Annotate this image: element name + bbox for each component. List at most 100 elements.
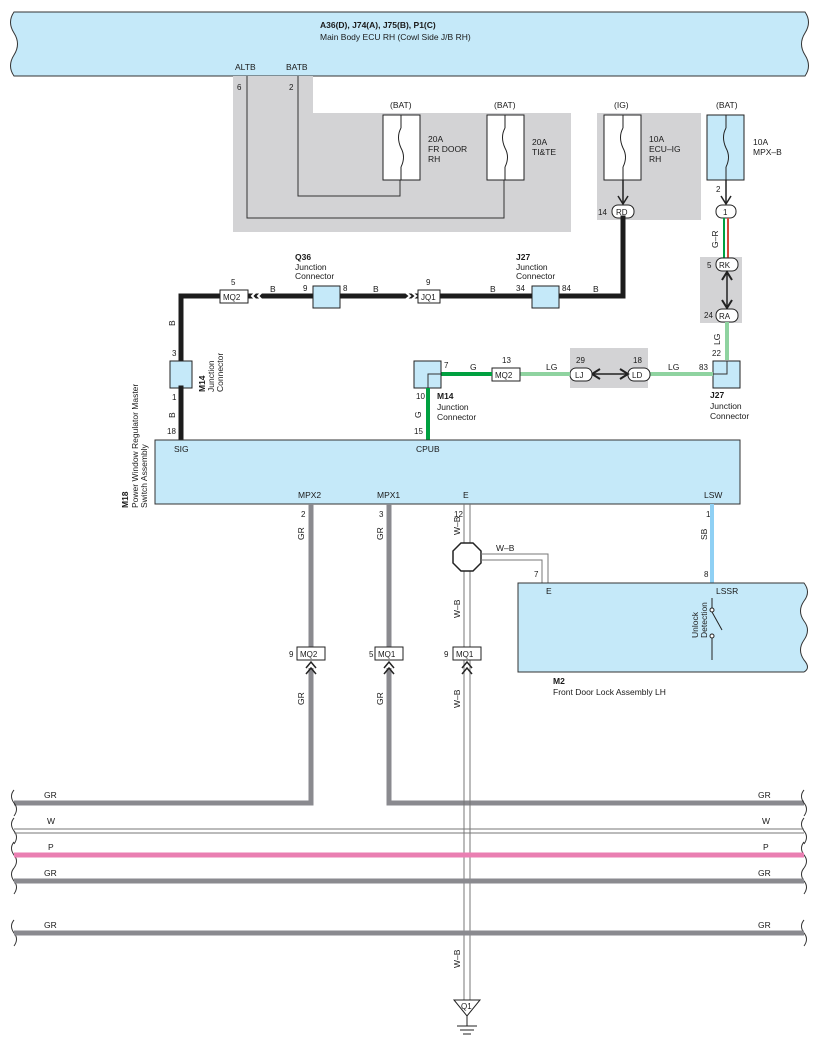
wire-wb-label-5: W–B: [496, 543, 515, 553]
m2-lssr-num: 8: [704, 570, 709, 579]
switch-label-1: Unlock: [690, 611, 700, 638]
mq1a-pin: 5: [369, 650, 374, 659]
wire-wb-label-2: W–B: [452, 599, 462, 618]
rk-label: RK: [719, 261, 731, 270]
connector-1: [715, 204, 737, 219]
j27-top-junction: [531, 285, 560, 309]
fuse-3-line2: ECU–IG: [649, 144, 681, 154]
m14m-id: M14: [437, 391, 454, 401]
connector-jq1: [417, 289, 441, 304]
m14l-pin-t: 3: [172, 349, 177, 358]
connector-mq2-bot: [296, 646, 326, 661]
q36-junction: [312, 285, 341, 309]
wire-wb-label-4: W–B: [452, 949, 462, 968]
ra-pin: 24: [704, 311, 713, 320]
pin-altb: ALTB: [235, 62, 256, 72]
fuse-2-line1: 20A: [532, 137, 547, 147]
splice-point: [452, 542, 482, 572]
sig-num: 18: [167, 427, 176, 436]
cpub-num: 15: [414, 427, 423, 436]
j27r-name1: Junction: [710, 401, 742, 411]
wire-wb-label-1: W–B: [452, 516, 462, 535]
wire-g-label-1: G: [470, 362, 477, 372]
fuse-fr-door: (BAT) 20A FR DOOR RH: [382, 100, 467, 181]
ecu-top-title: A36(D), J74(A), J75(B), P1(C): [320, 20, 436, 30]
wire-b-label-6: B: [167, 412, 177, 418]
mq2mid-pin: 13: [502, 356, 511, 365]
j27r-pin-t: 22: [712, 349, 721, 358]
lj-label: LJ: [575, 371, 583, 380]
switch-label-2: Detection: [699, 602, 709, 638]
q1-label: Q1: [461, 1002, 472, 1011]
rd-label: RD: [616, 208, 628, 217]
wire-g-label-2: G: [413, 411, 423, 418]
jq1-label: JQ1: [421, 293, 436, 302]
mq2bot-pin: 9: [289, 650, 294, 659]
m14m-pin-b: 10: [416, 392, 425, 401]
bus-p-l: P: [48, 842, 54, 852]
lsw-num: 1: [706, 510, 711, 519]
wire-wb-label-3: W–B: [452, 689, 462, 708]
bus-p-r: P: [763, 842, 769, 852]
fuse-2-src: (BAT): [494, 100, 516, 110]
m14m-name1: Junction: [437, 402, 469, 412]
ground-q1: Q1: [452, 999, 482, 1035]
m14l-name2: Connector: [215, 353, 225, 392]
mq2top-label: MQ2: [223, 293, 241, 302]
mq2bot-label: MQ2: [300, 650, 318, 659]
wire-lg-label-3: LG: [546, 362, 557, 372]
wire-gr-label-4: GR: [375, 692, 385, 705]
fuse-3-line3: RH: [649, 154, 661, 164]
mq1b-label: MQ1: [456, 650, 474, 659]
m2-e-num: 7: [534, 570, 539, 579]
pin-batb-num: 2: [289, 83, 294, 92]
fuse-ti-te: (BAT) 20A TI&TE: [486, 100, 556, 181]
main-body-ecu: A36(D), J74(A), J75(B), P1(C) Main Body …: [10, 11, 809, 77]
q36-name2: Connector: [295, 271, 334, 281]
m2-id: M2: [553, 676, 565, 686]
mq2mid-label: MQ2: [495, 371, 513, 380]
j27r-id: J27: [710, 390, 724, 400]
wire-gr-label-2: GR: [296, 692, 306, 705]
m18-pin-mpx1: MPX1: [377, 490, 400, 500]
j27t-pin-l: 34: [516, 284, 525, 293]
mq1b-pin: 9: [444, 650, 449, 659]
rk-pin: 5: [707, 261, 712, 270]
fuse-mpx-b: (BAT) 10A MPX–B: [706, 100, 782, 181]
ecu-top-subtitle: Main Body ECU RH (Cowl Side J/B RH): [320, 32, 471, 42]
bus-gr-2-r: GR: [758, 868, 771, 878]
m14m-pin-r: 7: [444, 361, 449, 370]
e-num: 12: [454, 510, 463, 519]
pin-altb-num: 6: [237, 83, 242, 92]
one-label: 1: [723, 208, 728, 217]
fuse-1-line1: 20A: [428, 134, 443, 144]
fuse-ecu-ig: (IG) 10A ECU–IG RH: [603, 100, 681, 181]
j27r-name2: Connector: [710, 411, 749, 421]
m18-id: M18: [120, 491, 130, 508]
m2-pin-lssr: LSSR: [716, 586, 738, 596]
j27t-id: J27: [516, 252, 530, 262]
q36-pin-l: 9: [303, 284, 308, 293]
m18-pin-e: E: [463, 490, 469, 500]
ld-label: LD: [632, 371, 642, 380]
unlock-detection-switch: [709, 598, 723, 660]
connector-mq1-a: [374, 646, 404, 661]
pin-batb: BATB: [286, 62, 308, 72]
bus-w-r: W: [762, 816, 770, 826]
fuse-1-src: (BAT): [390, 100, 412, 110]
m14-left-junction: [169, 360, 193, 389]
rd-pin: 14: [598, 208, 607, 217]
m14l-id: M14: [197, 375, 207, 392]
m18-pin-lsw: LSW: [704, 490, 722, 500]
j27r-pin-l: 83: [699, 363, 708, 372]
m2-name: Front Door Lock Assembly LH: [553, 687, 666, 697]
bus-w-l: W: [47, 816, 55, 826]
m18-pin-cpub: CPUB: [416, 444, 440, 454]
connector-mq1-b: [452, 646, 482, 661]
bus-lines: GR GR W W P P GR GR GR GR: [11, 789, 807, 947]
lj-pin: 29: [576, 356, 585, 365]
fuse-1-line3: RH: [428, 154, 440, 164]
mpx2-num: 2: [301, 510, 306, 519]
fuse-3-line1: 10A: [649, 134, 664, 144]
